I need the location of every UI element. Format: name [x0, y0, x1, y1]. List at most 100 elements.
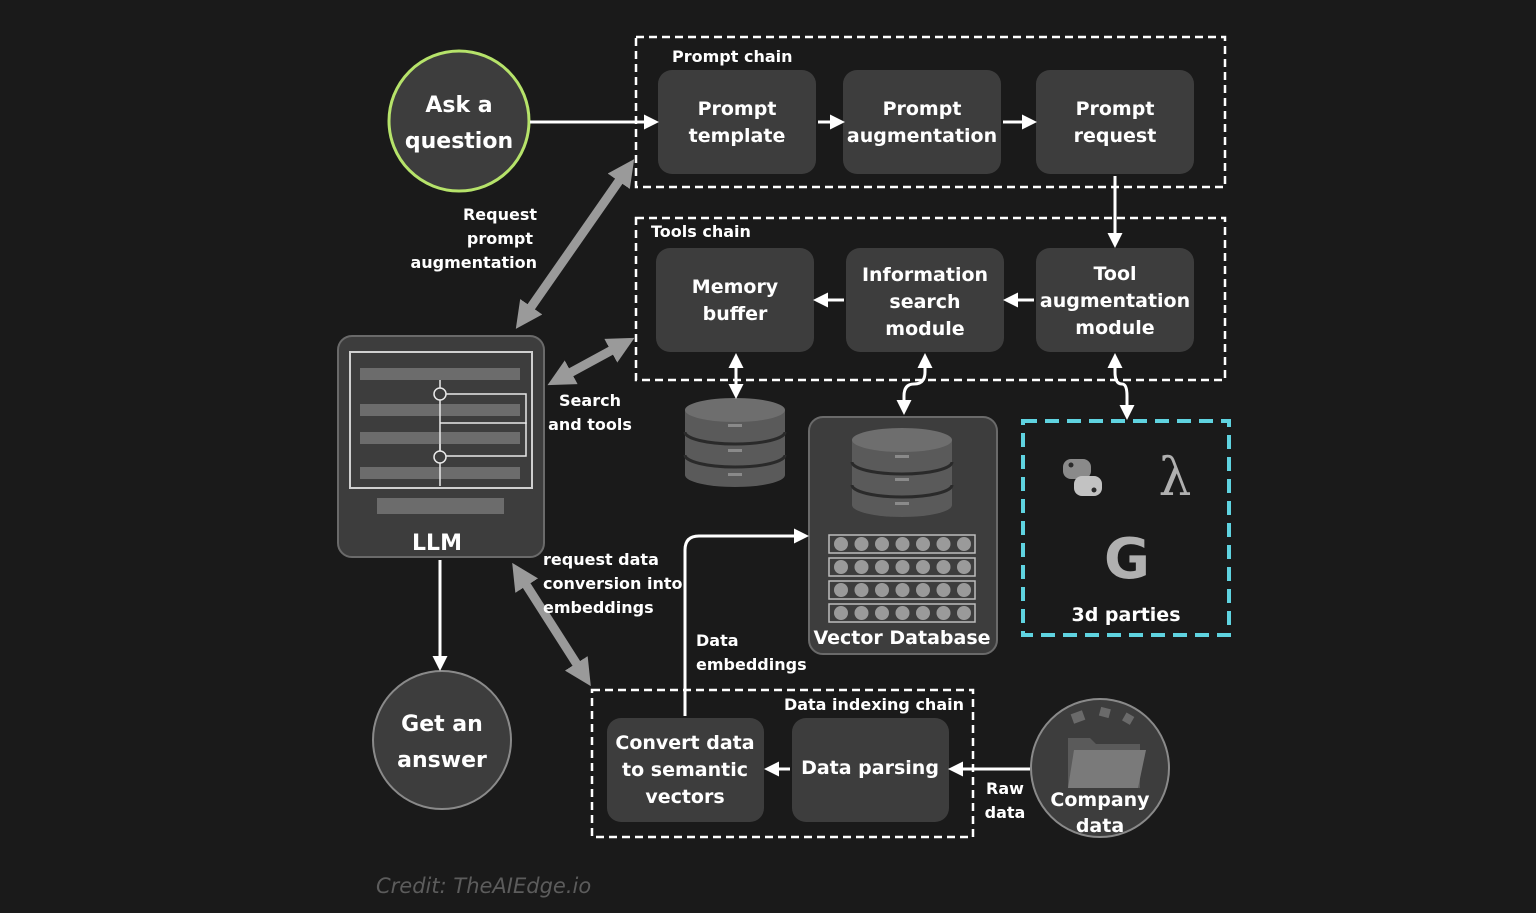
tools-chain-label: Tools chain — [651, 222, 751, 241]
tool-augmentation-node — [1036, 248, 1194, 352]
vector-cell — [875, 583, 889, 597]
vector-row — [828, 557, 976, 577]
vector-cell — [875, 537, 889, 551]
memory-buffer-node — [656, 248, 814, 352]
vector-cell — [854, 560, 869, 574]
information-search-node — [846, 248, 1004, 352]
python-icon — [1063, 459, 1102, 496]
vector-cell — [957, 606, 971, 620]
edge-label-data-emb-1: Data — [696, 631, 739, 650]
ask-question-label-1: Ask a — [425, 93, 492, 118]
vector-row — [828, 534, 976, 554]
vector-cell — [854, 583, 869, 597]
vector-cell — [936, 606, 951, 620]
vector-cell — [916, 560, 930, 574]
prompt-chain-label: Prompt chain — [672, 47, 793, 66]
vector-cell — [936, 560, 951, 574]
get-answer-label-2: answer — [397, 748, 487, 773]
edge-label-embed-1: request data — [543, 550, 659, 569]
database-icon — [850, 428, 954, 517]
information-search-label-2: search — [889, 291, 960, 313]
edge-label-data-emb-2: embeddings — [696, 655, 807, 674]
prompt-template-label-2: template — [689, 125, 786, 147]
vector-cell — [834, 606, 848, 620]
data-parsing-label: Data parsing — [801, 757, 939, 779]
prompt-request-label-2: request — [1074, 125, 1157, 147]
information-search-label-3: module — [885, 318, 964, 340]
get-answer-label-1: Get an — [401, 712, 483, 737]
vector-cell — [936, 537, 951, 551]
third-parties-box — [1021, 419, 1231, 637]
prompt-augmentation-label-1: Prompt — [883, 98, 962, 120]
ask-question-node — [387, 49, 531, 193]
memory-buffer-label-2: buffer — [703, 303, 768, 325]
tool-augmentation-label-1: Tool — [1093, 263, 1136, 285]
vector-cell — [895, 583, 910, 597]
vector-cell — [916, 606, 930, 620]
arrow-search-vector-db — [896, 353, 933, 415]
vector-grid — [828, 534, 976, 623]
vector-cell — [957, 583, 971, 597]
llm-label: LLM — [412, 531, 462, 556]
google-icon: G — [1104, 527, 1150, 592]
get-answer-node — [372, 670, 512, 810]
convert-data-label-1: Convert data — [615, 732, 754, 754]
arrow-llm-tools-chain — [547, 337, 635, 386]
vector-database-label: Vector Database — [813, 627, 990, 649]
prompt-template-node — [658, 70, 816, 174]
tool-augmentation-label-3: module — [1075, 317, 1154, 339]
arrow-llm-prompt-chain — [515, 159, 635, 329]
vector-cell — [875, 606, 889, 620]
prompt-augmentation-label-2: augmentation — [847, 125, 997, 147]
vector-cell — [895, 537, 910, 551]
prompt-chain-section — [634, 35, 1227, 189]
convert-data-label-3: vectors — [645, 786, 724, 808]
data-indexing-chain-label: Data indexing chain — [784, 695, 964, 714]
vector-row — [828, 580, 976, 600]
arrow-convert-to-vector-db — [683, 528, 809, 716]
lambda-icon: λ — [1159, 448, 1192, 508]
ask-question-label-2: question — [405, 129, 513, 154]
data-parsing-node — [792, 718, 949, 822]
convert-data-node — [607, 718, 764, 822]
edge-label-request-2: prompt — [467, 229, 533, 248]
convert-data-label-2: to semantic — [622, 759, 748, 781]
memory-buffer-label-1: Memory — [692, 276, 779, 298]
company-data-label-1: Company — [1050, 789, 1150, 811]
vector-cell — [834, 537, 848, 551]
vector-cell — [854, 537, 869, 551]
arrow-tool-third-parties — [1107, 353, 1135, 420]
edge-label-embed-3: embeddings — [543, 598, 654, 617]
edge-label-request-1: Request — [463, 205, 537, 224]
vector-cell — [875, 560, 889, 574]
vector-cell — [834, 583, 848, 597]
folder-icon — [1068, 706, 1146, 788]
edge-label-search-2: and tools — [548, 415, 632, 434]
edge-label-request-3: augmentation — [410, 253, 537, 272]
database-icon — [683, 398, 787, 487]
vector-row — [828, 603, 976, 623]
arrow-llm-data-indexing — [512, 562, 591, 687]
vector-cell — [834, 560, 848, 574]
prompt-template-label-1: Prompt — [698, 98, 777, 120]
vector-cell — [895, 560, 910, 574]
vector-cell — [957, 537, 971, 551]
company-data-label-2: data — [1076, 815, 1124, 837]
edge-label-raw-2: data — [985, 803, 1026, 822]
edge-label-raw-1: Raw — [986, 779, 1024, 798]
prompt-request-label-1: Prompt — [1076, 98, 1155, 120]
prompt-request-node — [1036, 70, 1194, 174]
third-parties-label: 3d parties — [1071, 604, 1180, 626]
credit-text: Credit: TheAIEdge.io — [376, 874, 591, 898]
vector-cell — [854, 606, 869, 620]
prompt-augmentation-node — [843, 70, 1001, 174]
information-search-label-1: Information — [862, 264, 988, 286]
vector-cell — [916, 583, 930, 597]
vector-cell — [916, 537, 930, 551]
vector-cell — [936, 583, 951, 597]
edge-label-search-1: Search — [559, 391, 621, 410]
data-indexing-chain-section — [590, 688, 975, 839]
llm-node — [337, 335, 545, 558]
vector-cell — [957, 560, 971, 574]
